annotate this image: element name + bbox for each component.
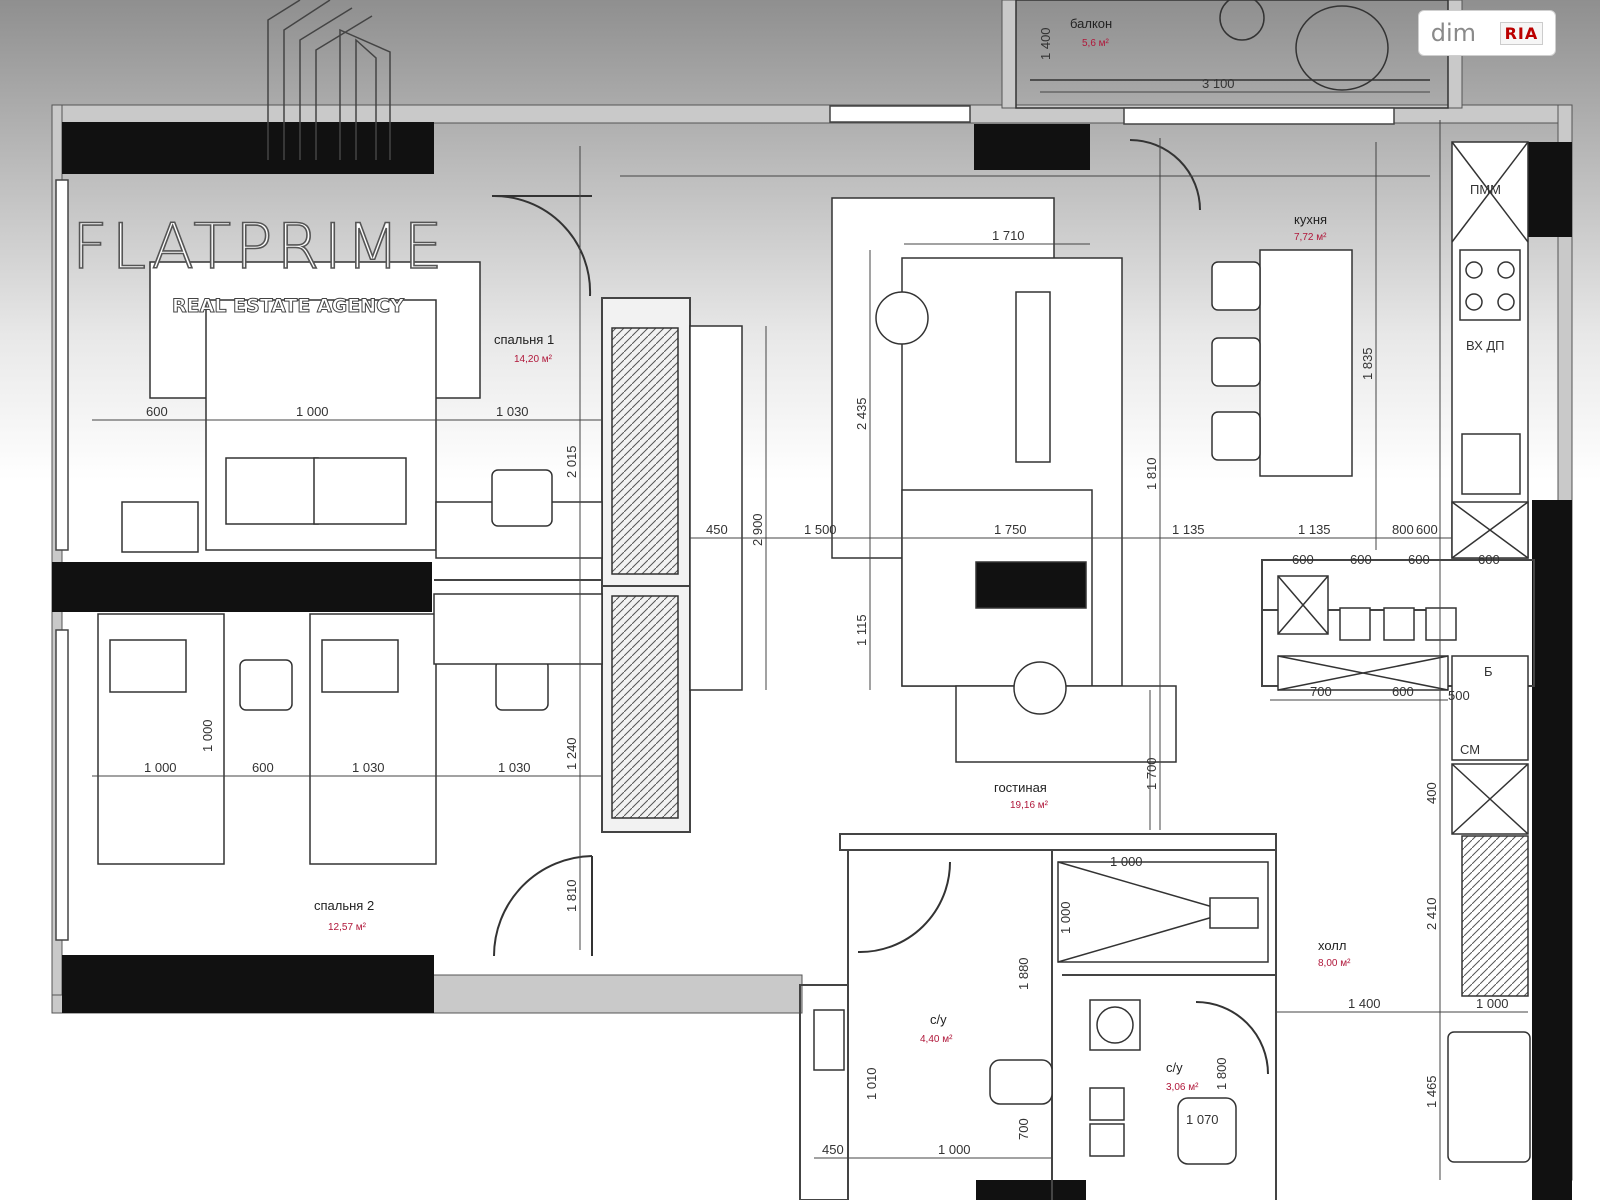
bathroom-fixtures (813, 861, 1269, 1165)
dimension-label: 1 030 (352, 760, 385, 775)
dimension-label: 800 (1392, 522, 1414, 537)
room-area-hall: 8,00 м² (1318, 958, 1351, 969)
wardrobes (611, 327, 1529, 997)
room-name-kitchen: кухня (1294, 212, 1327, 227)
dimension-label-vertical: 1 000 (200, 719, 215, 752)
dimension-label: 1 030 (498, 760, 531, 775)
room-area-kitchen: 7,72 м² (1294, 232, 1327, 243)
dimension-label: 1 400 (1348, 996, 1381, 1011)
dimension-label-vertical: 1 465 (1424, 1075, 1439, 1108)
dimension-label: 1 000 (296, 404, 329, 419)
badge-ria-logo: RIA (1499, 21, 1544, 45)
dimension-label: 1 000 (1476, 996, 1509, 1011)
dimension-label-vertical: 2 410 (1424, 897, 1439, 930)
dimension-label-vertical: 2 900 (750, 513, 765, 546)
room-name-living: гостиная (994, 780, 1047, 795)
dimension-label-vertical: 400 (1424, 782, 1439, 804)
dimension-label-vertical: 1 000 (1058, 901, 1073, 934)
dimension-label: 1 000 (144, 760, 177, 775)
room-area-bedroom2: 12,57 м² (328, 922, 367, 933)
dimension-label-vertical: 2 015 (564, 445, 579, 478)
bedroom1-furniture (121, 261, 603, 559)
dimension-label-vertical: 2 435 (854, 397, 869, 430)
fixture-oven-label: ВХ ДП (1466, 338, 1505, 353)
dimension-label: 450 (822, 1142, 844, 1157)
dimension-label: 700 (1310, 684, 1332, 699)
bedroom2-furniture (97, 593, 603, 865)
fixture-washer-label: СМ (1460, 742, 1480, 757)
room-name-hall: холл (1318, 938, 1346, 953)
dimension-label: 450 (706, 522, 728, 537)
dimension-label-vertical: 1 810 (564, 879, 579, 912)
room-name-wc: с/у (930, 1012, 947, 1027)
dimension-label-vertical: 1 010 (864, 1067, 879, 1100)
badge-dim-text: dim (1430, 19, 1477, 47)
dimension-label: 1 500 (804, 522, 837, 537)
dimension-label: 1 030 (496, 404, 529, 419)
doors (491, 139, 1269, 1075)
fixture-dishwasher-label: ПММ (1470, 182, 1501, 197)
dimension-lines (92, 91, 1528, 1180)
dimension-label: 600 (1392, 684, 1414, 699)
room-name-balcony: балкон (1070, 16, 1112, 31)
dimension-label: 1 710 (992, 228, 1025, 243)
dimension-label-vertical: 1 800 (1214, 1057, 1229, 1090)
dimension-label: 1 135 (1172, 522, 1205, 537)
dimension-label: 3 100 (1202, 76, 1235, 91)
dimension-label: 600 (1350, 552, 1372, 567)
room-name-bath: с/у (1166, 1060, 1183, 1075)
dimension-label-vertical: 1 880 (1016, 957, 1031, 990)
dimension-label: 600 (252, 760, 274, 775)
dimension-label-vertical: 1 835 (1360, 347, 1375, 380)
dimension-label: 1 000 (938, 1142, 971, 1157)
watermark: FLATPRIME REAL ESTATE AGENCY (71, 0, 447, 318)
dimension-label-vertical: 1 240 (564, 737, 579, 770)
living-furniture (689, 197, 1177, 763)
dimension-label: 1 750 (994, 522, 1027, 537)
windows (55, 105, 1395, 941)
dim-ria-badge[interactable]: dim RIA (1418, 10, 1556, 56)
kitchen-furniture (1211, 141, 1529, 559)
fixture-labels: ПММ ВХ ДП Б СМ (1460, 182, 1505, 757)
dimension-label-vertical: 1 700 (1144, 757, 1159, 790)
dimension-label-vertical: 700 (1016, 1118, 1031, 1140)
room-area-wc: 4,40 м² (920, 1034, 953, 1045)
room-area-bath: 3,06 м² (1166, 1082, 1199, 1093)
dimension-label: 600 (1292, 552, 1314, 567)
room-area-balcony: 5,6 м² (1082, 38, 1110, 49)
dimension-label: 600 (146, 404, 168, 419)
dimension-label-vertical: 1 810 (1144, 457, 1159, 490)
dimension-label: 500 (1448, 688, 1470, 703)
watermark-tagline: REAL ESTATE AGENCY (172, 295, 404, 317)
dimension-label: 1 135 (1298, 522, 1331, 537)
dimension-label: 600 (1416, 522, 1438, 537)
watermark-logo-icon (267, 0, 391, 160)
dimension-label: 600 (1408, 552, 1430, 567)
dimension-label: 1 070 (1186, 1112, 1219, 1127)
room-name-bedroom1: спальня 1 (494, 332, 554, 347)
dimension-labels: 3 100 1 710 1 000 1 030 600 450 1 500 1 … (144, 27, 1509, 1157)
room-area-living: 19,16 м² (1010, 800, 1049, 811)
watermark-brand: FLATPRIME (72, 210, 447, 283)
room-labels: балкон 5,6 м² кухня 7,72 м² спальня 1 14… (314, 16, 1351, 1093)
dimension-label: 1 000 (1110, 854, 1143, 869)
dimension-label-vertical: 1 400 (1038, 27, 1053, 60)
room-name-bedroom2: спальня 2 (314, 898, 374, 913)
load-bearing-walls (52, 122, 1572, 1200)
dimension-label: 600 (1478, 552, 1500, 567)
dimension-label-vertical: 1 115 (854, 614, 869, 646)
room-area-bedroom1: 14,20 м² (514, 354, 553, 365)
fixture-boiler-label: Б (1484, 664, 1493, 679)
hall-cabinets (1277, 575, 1531, 1163)
